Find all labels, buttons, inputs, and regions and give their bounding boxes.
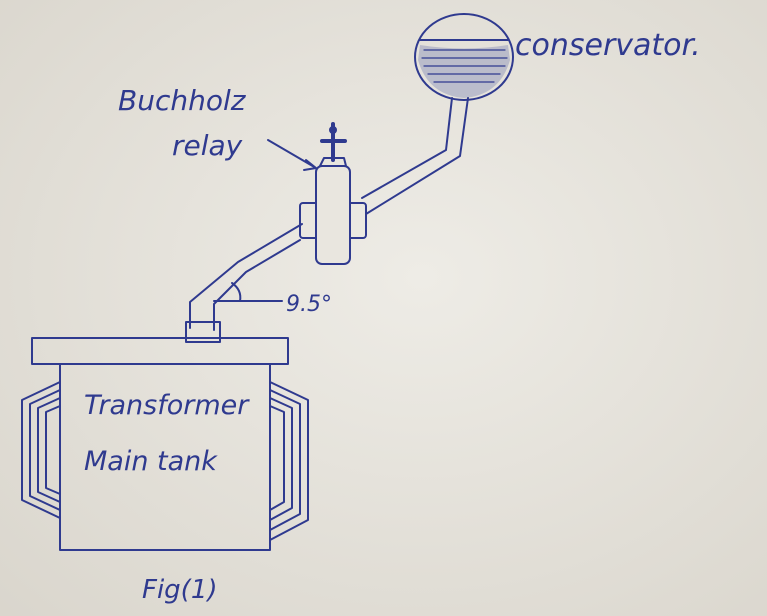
tank-label-line2: Main tank	[84, 446, 218, 477]
angle-label: 9.5°	[286, 292, 332, 317]
relay-label: relay	[172, 129, 243, 162]
figure-caption: Fig(1)	[142, 575, 218, 605]
conservator-label: conservator.	[515, 28, 701, 63]
tank-label-line1: Transformer	[84, 390, 250, 421]
buchholz-label: Buchholz	[118, 84, 247, 117]
